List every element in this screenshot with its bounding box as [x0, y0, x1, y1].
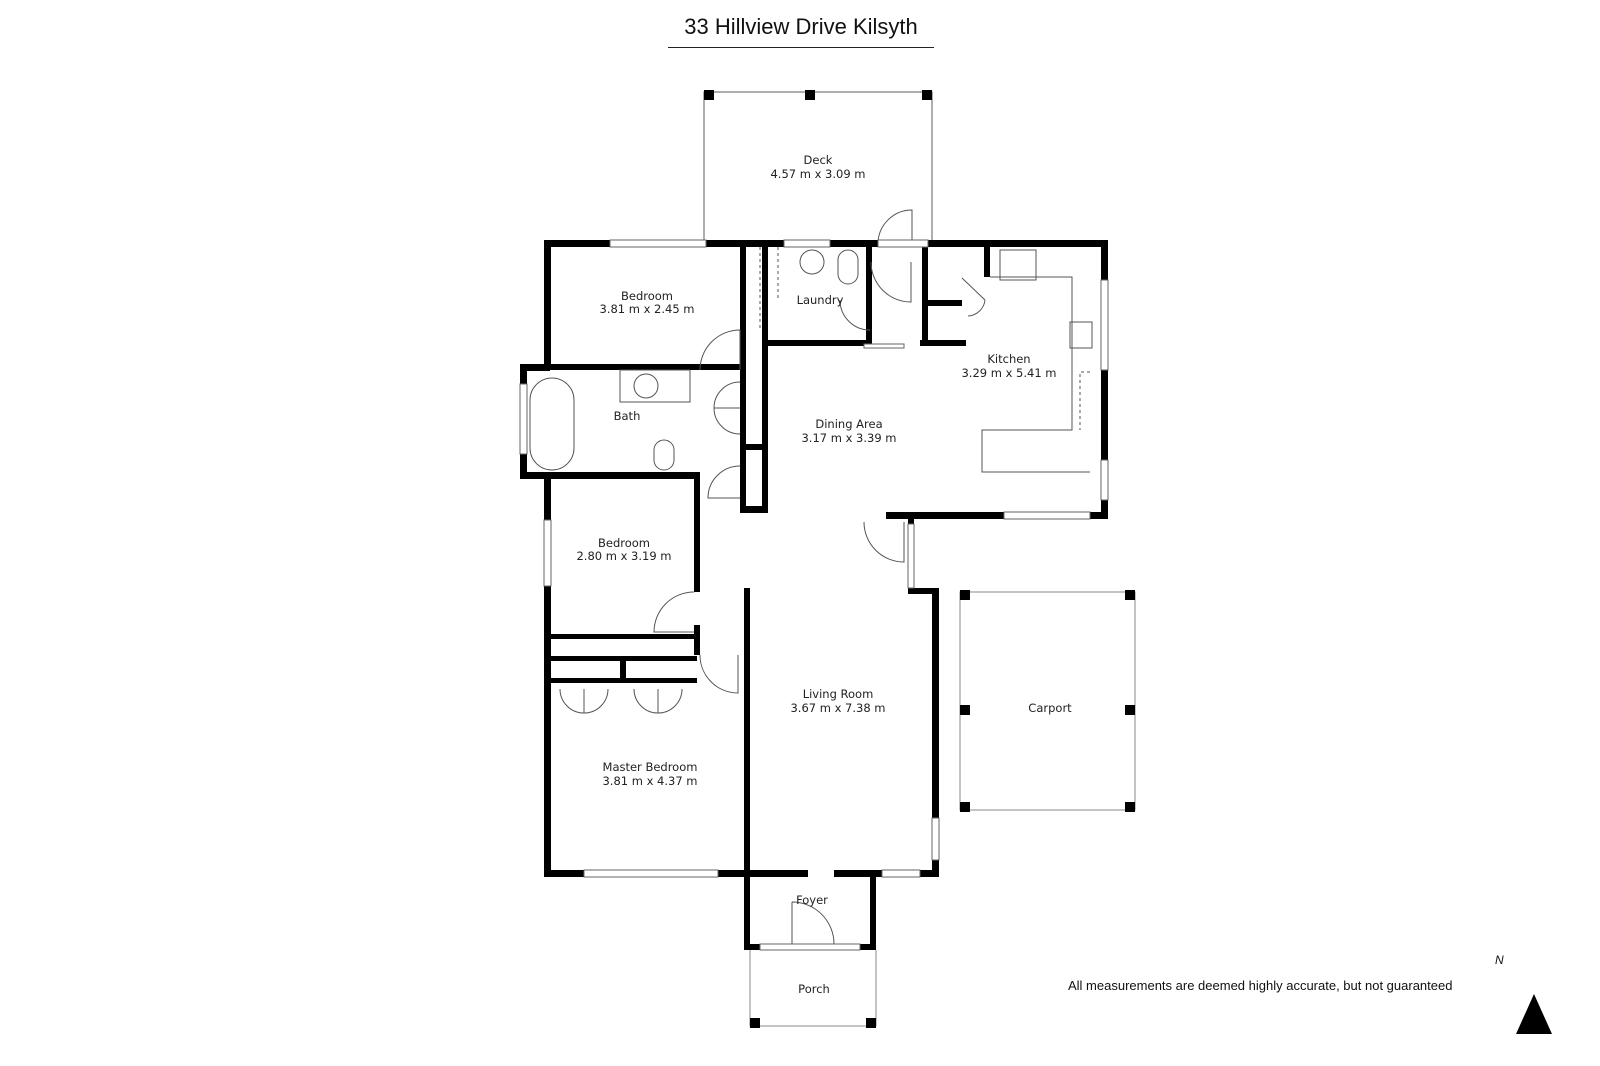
- laundry-sink-icon: [799, 249, 825, 275]
- title-underline: [668, 47, 934, 48]
- north-arrow-icon: [1516, 994, 1552, 1034]
- master-dims: 3.81 m x 4.37 m: [602, 774, 697, 788]
- exterior-walls: [520, 240, 1108, 950]
- dining-dims: 3.17 m x 3.39 m: [801, 431, 896, 445]
- carport-area: [959, 590, 1136, 812]
- bedroom1-label: Bedroom: [621, 289, 673, 303]
- bathtub-icon: [529, 377, 575, 471]
- living-dims: 3.67 m x 7.38 m: [790, 701, 885, 715]
- bedroom2-label: Bedroom: [598, 536, 650, 550]
- cooktop-icon: [999, 249, 1037, 281]
- bath-label: Bath: [614, 409, 641, 423]
- disclaimer-text: All measurements are deemed highly accur…: [1068, 978, 1453, 993]
- bath-vanity: [619, 369, 691, 403]
- bedroom1-dims: 3.81 m x 2.45 m: [599, 302, 694, 316]
- plan-title: 33 Hillview Drive Kilsyth: [684, 14, 918, 39]
- laundry-toilet-icon: [837, 249, 859, 285]
- kitchen-label: Kitchen: [987, 352, 1030, 366]
- bath-toilet-icon: [653, 439, 675, 471]
- deck-label: Deck: [804, 153, 833, 167]
- bath-sink-icon: [633, 373, 659, 399]
- fixtures: [529, 247, 1093, 473]
- carport-label: Carport: [1028, 701, 1072, 715]
- master-label: Master Bedroom: [603, 760, 698, 774]
- porch-label: Porch: [798, 982, 830, 996]
- bedroom2-dims: 2.80 m x 3.19 m: [576, 549, 671, 563]
- deck-dims: 4.57 m x 3.09 m: [770, 167, 865, 181]
- laundry-label: Laundry: [797, 293, 844, 307]
- kitchen-dims: 3.29 m x 5.41 m: [961, 366, 1056, 380]
- living-label: Living Room: [803, 687, 874, 701]
- north-label: N: [1495, 953, 1504, 967]
- windows: [519, 239, 1109, 951]
- foyer-label: Foyer: [796, 893, 828, 907]
- kitchen-sink-icon: [1069, 321, 1093, 349]
- porch-area: [749, 950, 877, 1028]
- doors: [559, 261, 986, 945]
- dining-label: Dining Area: [815, 417, 882, 431]
